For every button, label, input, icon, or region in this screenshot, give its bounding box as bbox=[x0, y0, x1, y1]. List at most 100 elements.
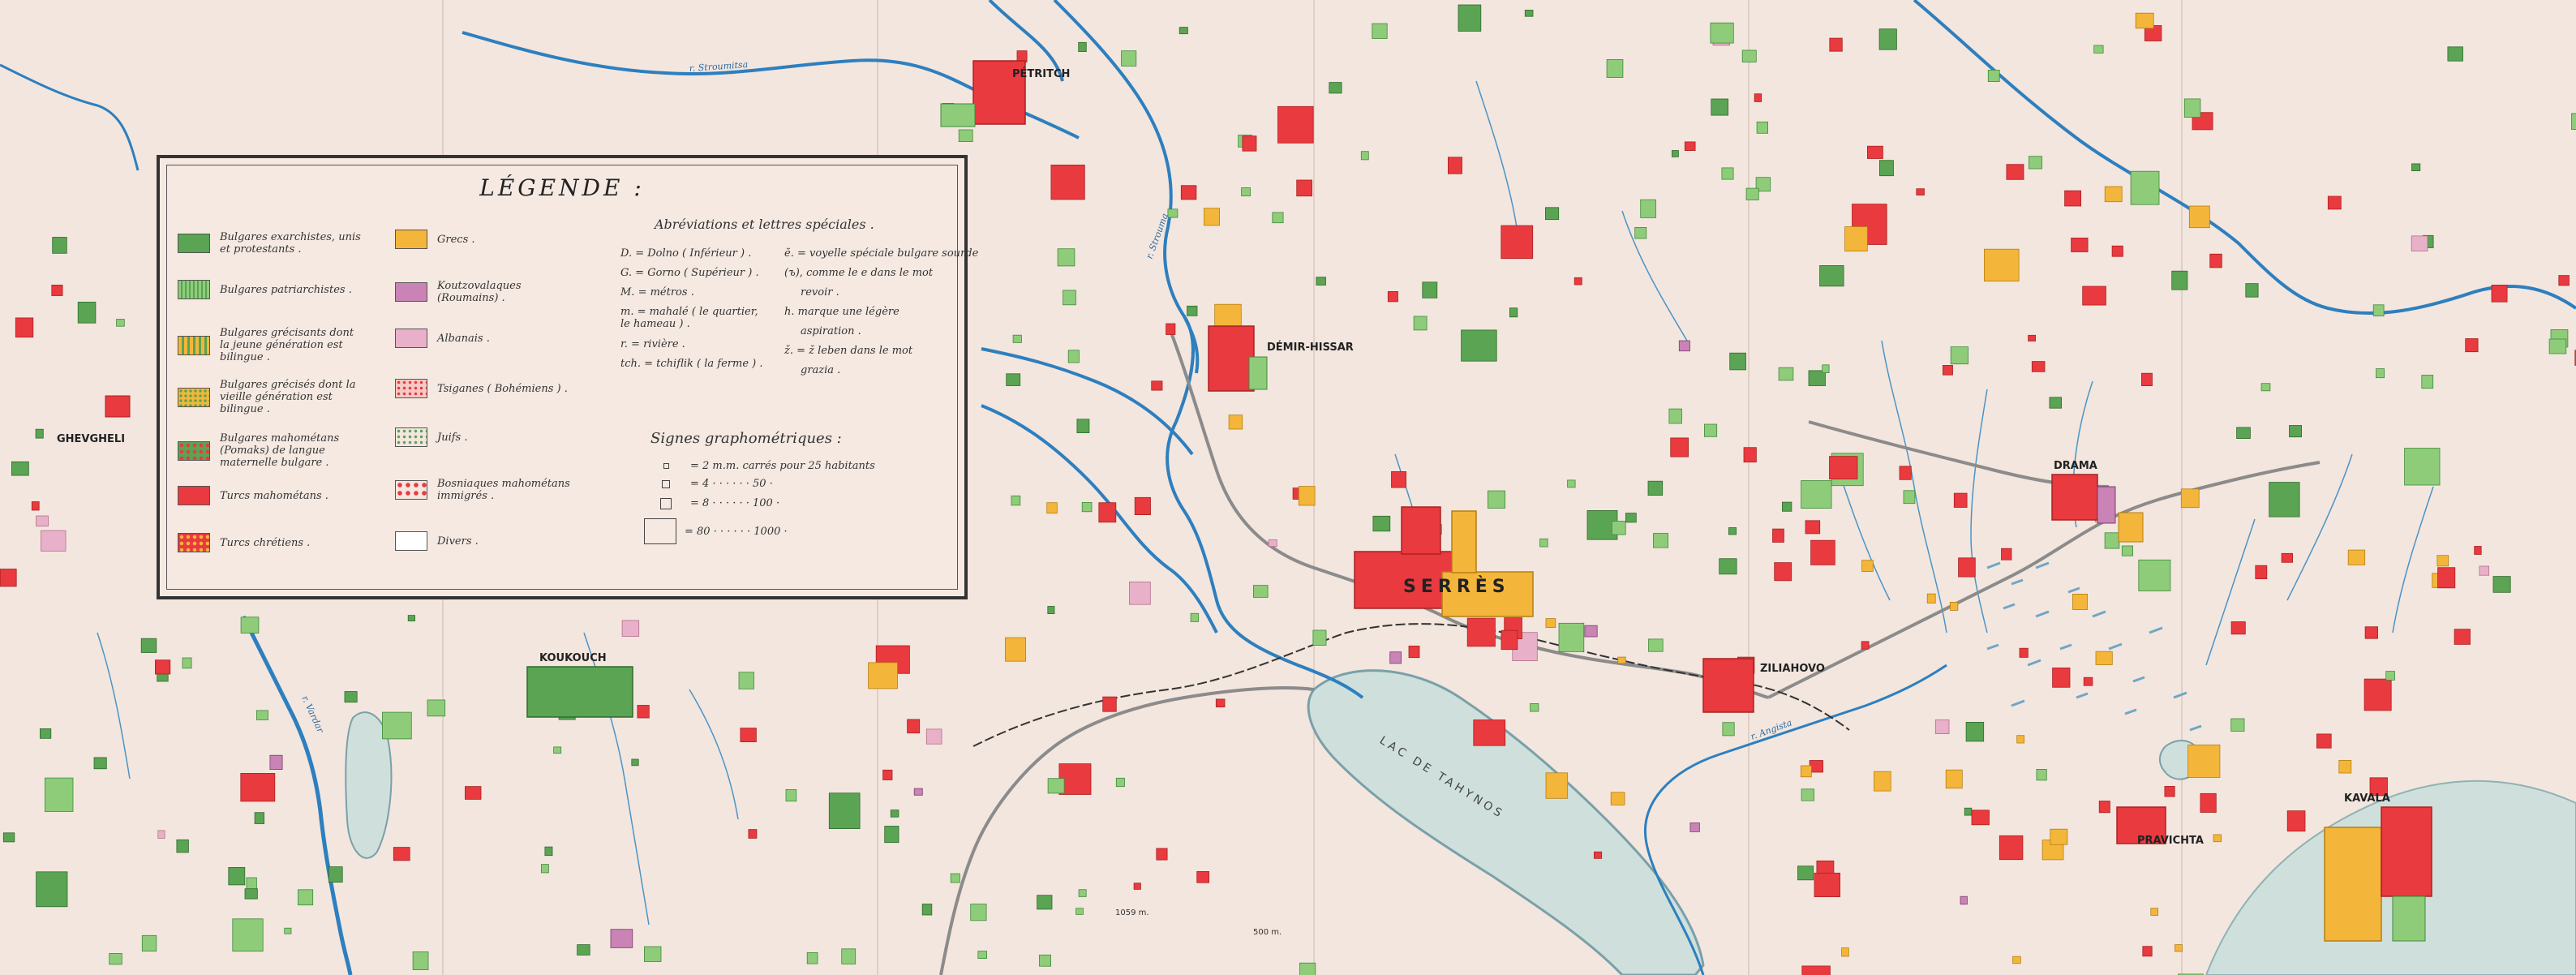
river-vardar bbox=[241, 615, 353, 975]
settlement-square bbox=[1755, 177, 1771, 192]
settlement-square bbox=[1950, 346, 1968, 365]
settlement-square bbox=[1945, 769, 1963, 789]
settlement-square bbox=[15, 317, 34, 338]
settlement-square bbox=[2213, 834, 2222, 843]
settlement-square bbox=[31, 501, 40, 511]
settlement-square bbox=[958, 129, 973, 143]
river-north-east bbox=[1913, 0, 2576, 316]
settlement-square bbox=[785, 789, 797, 802]
abbrev-line: tch. = tchiflik ( la ferme ) . bbox=[620, 358, 763, 370]
settlement-square bbox=[637, 705, 650, 719]
settlement-square bbox=[1545, 207, 1560, 221]
settlement-square bbox=[2175, 944, 2183, 952]
greek-swatch bbox=[395, 230, 427, 249]
settlement-square bbox=[1772, 528, 1784, 543]
settlement-square bbox=[2255, 565, 2268, 580]
settlement-square bbox=[246, 877, 257, 890]
settlement-square bbox=[11, 461, 29, 476]
settlement-square bbox=[1684, 141, 1696, 151]
abbrev-line: G. = Gorno ( Supérieur ) . bbox=[620, 267, 759, 279]
settlement-square bbox=[2260, 383, 2271, 392]
settlement-square bbox=[1625, 513, 1637, 523]
settlement-square bbox=[2281, 552, 2294, 563]
settlement-square bbox=[269, 754, 283, 771]
settlement-square bbox=[2245, 283, 2259, 298]
size-sign-label: = 2 m.m. carrés pour 25 habitants bbox=[690, 460, 875, 472]
settlement-square bbox=[1964, 807, 1973, 816]
settlement-square bbox=[2465, 338, 2479, 353]
legend-label: Bulgares patriarchistes . bbox=[220, 283, 352, 296]
settlement-square bbox=[182, 657, 192, 669]
settlement-square bbox=[1167, 208, 1179, 218]
settlement-square bbox=[2138, 559, 2171, 591]
settlement-square bbox=[1729, 352, 1746, 371]
settlement-square bbox=[381, 711, 412, 740]
settlement-square bbox=[2135, 12, 2154, 29]
settlement-square bbox=[1196, 871, 1209, 883]
settlement-square bbox=[244, 888, 258, 900]
settlement-square bbox=[2140, 372, 2153, 387]
abbrev-line: m. = mahalé ( le quartier, le hameau ) . bbox=[620, 306, 758, 330]
settlement-square bbox=[2269, 482, 2300, 518]
legend-label: Juifs . bbox=[437, 431, 468, 444]
settlement-square bbox=[806, 952, 818, 964]
legend-label: Bulgares grécisés dont la vieille généra… bbox=[220, 379, 356, 415]
settlement-square bbox=[1057, 248, 1075, 267]
abbrev-line: grazia . bbox=[801, 364, 841, 376]
settlement-square bbox=[1703, 423, 1718, 437]
settlement-square bbox=[1606, 59, 1624, 79]
settlement-square bbox=[1241, 187, 1251, 196]
settlement-square bbox=[2072, 594, 2088, 610]
settlement-square bbox=[1413, 316, 1428, 331]
town-pravichta: PRAVICHTA bbox=[2116, 806, 2204, 847]
settlement-square bbox=[393, 847, 410, 861]
settlement-square bbox=[748, 829, 758, 839]
settlement-square bbox=[541, 864, 549, 874]
settlement-square bbox=[1272, 212, 1284, 224]
settlement-square bbox=[2411, 163, 2421, 171]
settlement-square bbox=[2083, 676, 2093, 686]
christian-turk-swatch bbox=[178, 533, 210, 552]
settlement-square bbox=[890, 810, 899, 818]
settlement-square bbox=[116, 319, 125, 327]
settlement-square bbox=[1215, 698, 1226, 708]
settlement-square bbox=[1005, 637, 1027, 662]
settlement-square bbox=[977, 951, 988, 959]
settlement-square bbox=[1719, 558, 1737, 575]
turk-swatch bbox=[178, 486, 210, 505]
settlement-square bbox=[2098, 801, 2110, 814]
juif-swatch bbox=[395, 427, 427, 447]
size-square-small bbox=[663, 463, 669, 469]
pomak-swatch bbox=[178, 440, 210, 461]
settlement-square bbox=[1958, 557, 1976, 578]
settlement-square bbox=[1814, 872, 1841, 898]
settlement-square bbox=[2071, 237, 2089, 252]
abbrev-line: D. = Dolno ( Inférieur ) . bbox=[620, 247, 752, 260]
settlement-square bbox=[1743, 447, 1757, 463]
town-petritch: PÉTRITCH bbox=[940, 60, 1070, 127]
settlement-square bbox=[907, 719, 921, 734]
settlement-square bbox=[868, 662, 898, 689]
settlement-square bbox=[35, 428, 44, 439]
settlement-square bbox=[1754, 93, 1762, 102]
settlement-square bbox=[884, 826, 899, 844]
settlement-square bbox=[2376, 368, 2385, 379]
settlement-square bbox=[1953, 492, 1968, 508]
settlement-square bbox=[1488, 490, 1506, 509]
settlement-square bbox=[2187, 744, 2221, 778]
abbrev-line: ĕ. = voyelle spéciale bulgare sourde bbox=[784, 247, 979, 260]
settlement-square bbox=[2104, 532, 2120, 549]
settlement-square bbox=[1971, 810, 1990, 826]
abbrev-line: r. = rivière . bbox=[620, 338, 685, 350]
abbrev-line: (ъ), comme le e dans le mot bbox=[784, 267, 934, 279]
settlement-square bbox=[1448, 157, 1462, 174]
settlement-square bbox=[1861, 560, 1874, 572]
grecise-old-swatch bbox=[178, 387, 210, 407]
settlement-square bbox=[1545, 772, 1569, 799]
lake-tahinos bbox=[1307, 669, 1705, 975]
river-struma bbox=[1053, 0, 1364, 699]
river-tributary-2 bbox=[981, 404, 1218, 634]
legend-label: Albanais . bbox=[437, 332, 490, 345]
settlement-square bbox=[1458, 4, 1482, 32]
settlement-square bbox=[921, 904, 933, 916]
